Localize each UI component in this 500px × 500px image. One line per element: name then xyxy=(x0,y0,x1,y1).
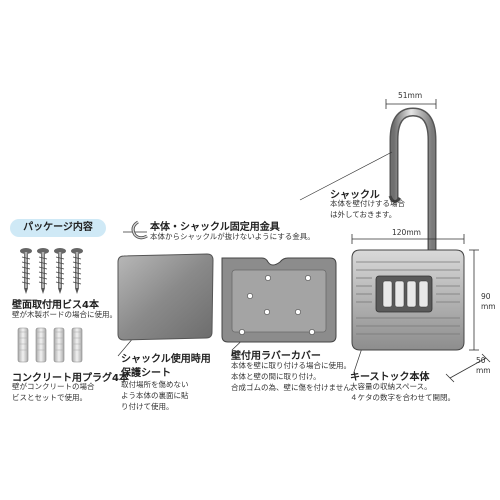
key-stock-body-illustration xyxy=(351,249,465,351)
plugs-note-line: 壁がコンクリートの場合 xyxy=(12,382,95,391)
shackle-note: 本体を壁付けする場合 は外しておきます。 xyxy=(330,199,405,221)
body-title: キーストック本体 xyxy=(350,372,430,383)
rubber-cover-illustration xyxy=(221,257,337,343)
clip-note: 本体からシャックルが抜けないようにする金具。 xyxy=(150,232,315,241)
body-dimensions xyxy=(351,234,491,383)
body-depth-value: 50 xyxy=(476,356,486,365)
shackle-title: シャックル xyxy=(330,190,380,201)
screws-note: 壁が木製ボードの場合に使用。 xyxy=(12,310,117,319)
rubber-note-line: 本体と壁の間に取り付け。 xyxy=(231,371,321,381)
rubber-cover-note: 本体を壁に取り付ける場合に使用。 本体と壁の間に取り付け。 合成ゴムの為、壁に傷… xyxy=(231,361,358,394)
body-depth-label: 50 mm xyxy=(476,356,491,376)
body-width-label: 120mm xyxy=(392,228,421,237)
fixing-clip-illustration xyxy=(131,220,148,240)
body-depth-unit: mm xyxy=(476,365,491,375)
body-height-unit: mm xyxy=(481,301,496,311)
screws-title: 壁面取付用ビス4本 xyxy=(12,300,99,311)
body-height-label: 90 mm xyxy=(481,292,496,312)
sheet-note-line: よう本体の裏面に貼 xyxy=(121,390,189,400)
shackle-note-line: は外しておきます。 xyxy=(330,209,397,219)
leader-lines xyxy=(38,151,393,373)
rubber-cover-title: 壁付用ラバーカバー xyxy=(231,351,321,362)
rubber-note-line: 合成ゴムの為、壁に傷を付けません。 xyxy=(231,382,359,392)
plugs-note: 壁がコンクリートの場合 ビスとセットで使用。 xyxy=(12,382,95,404)
body-height-value: 90 xyxy=(481,292,491,301)
shackle-width-label: 51mm xyxy=(398,91,423,100)
sheet-title-line: 保護シート xyxy=(121,367,171,379)
plugs-title: コンクリート用プラグ4本 xyxy=(12,373,129,384)
sheet-note-line: 取付場所を傷めない xyxy=(121,380,189,389)
shackle-width-dimension xyxy=(385,99,437,109)
plugs-note-line: ビスとセットで使用。 xyxy=(12,392,87,402)
package-contents-label: パッケージ内容 xyxy=(10,219,106,237)
body-note: 大容量の収納スペース。 ４ケタの数字を合わせて開閉。 xyxy=(350,382,455,404)
shackle-illustration xyxy=(388,107,437,305)
sheet-title: シャックル使用時用 保護シート xyxy=(121,353,211,380)
wall-screws-illustration xyxy=(20,248,83,294)
rubber-note-line: 本体を壁に取り付ける場合に使用。 xyxy=(231,361,351,370)
concrete-plugs-illustration xyxy=(17,327,83,363)
protective-sheet-illustration xyxy=(117,253,214,341)
clip-title: 本体・シャックル固定用金具 xyxy=(150,222,280,233)
body-note-line: ４ケタの数字を合わせて開閉。 xyxy=(350,392,455,402)
sheet-note: 取付場所を傷めない よう本体の裏面に貼 り付けて使用。 xyxy=(121,380,189,413)
sheet-note-line: り付けて使用。 xyxy=(121,401,174,411)
sheet-title-line: シャックル使用時用 xyxy=(121,354,211,365)
body-note-line: 大容量の収納スペース。 xyxy=(350,382,432,391)
shackle-note-line: 本体を壁付けする場合 xyxy=(330,199,405,208)
